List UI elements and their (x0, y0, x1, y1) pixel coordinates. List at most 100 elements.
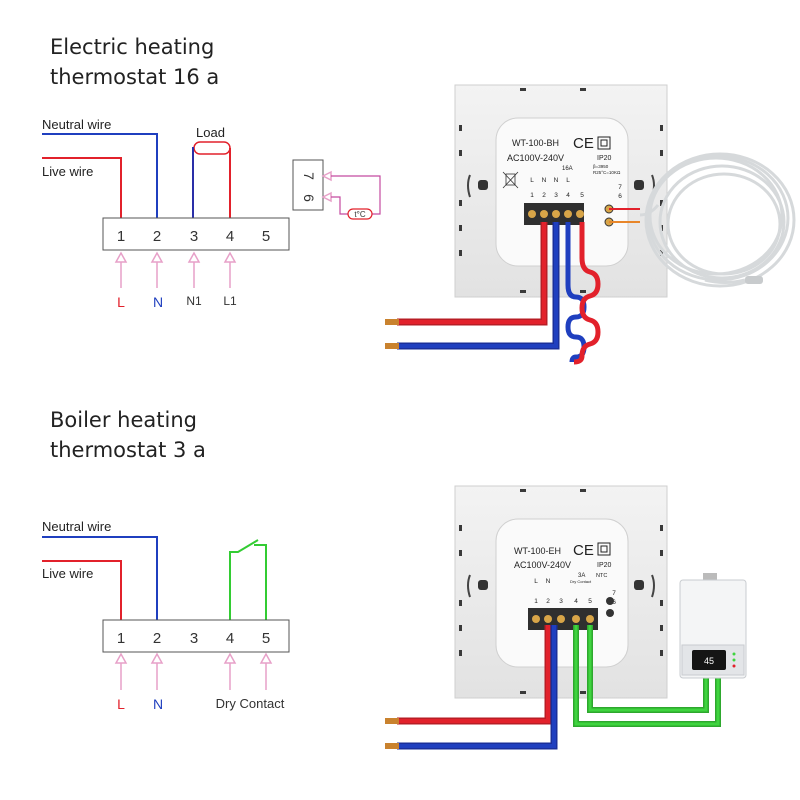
svg-text:2: 2 (546, 598, 550, 605)
current-label-eh: 3A (578, 573, 585, 579)
svg-text:N: N (542, 177, 547, 184)
sensor-wire-7 (331, 175, 381, 215)
svg-text:1: 1 (530, 192, 534, 199)
svg-text:L: L (534, 578, 538, 585)
svg-text:5: 5 (580, 192, 584, 199)
neutral-wire-label: Neutral wire (42, 117, 111, 132)
gas-boiler: 45 (679, 573, 747, 679)
svg-text:5: 5 (588, 598, 592, 605)
electric-heating-title: Electric heating thermostat 16 a (50, 32, 219, 92)
voltage-label-eh: AC100V-240V (514, 560, 571, 570)
svg-text:6: 6 (618, 193, 622, 200)
boiler-live-wire-label: Live wire (42, 566, 93, 581)
sensor-terminal-block (292, 159, 324, 211)
boiler-neutral-wire-label: Neutral wire (42, 519, 111, 534)
electric-title-line1: Electric heating (50, 35, 215, 59)
ce-mark-bh: CE (573, 135, 594, 152)
copper-end-live-bh (385, 319, 399, 325)
svg-text:1: 1 (534, 598, 538, 605)
boiler-neutral-wire (42, 536, 158, 620)
ntc-label: NTC (596, 573, 607, 579)
terminal-arrows-boiler (114, 652, 273, 690)
terminal-1: 1 (117, 228, 125, 245)
boiler-terminal-1: 1 (117, 630, 125, 647)
terminal-3: 3 (190, 228, 198, 245)
label-N1: N1 (186, 294, 202, 308)
ip-label-bh: IP20 (597, 155, 612, 162)
svg-text:7: 7 (612, 590, 616, 597)
svg-text:N: N (546, 578, 551, 585)
copper-end-neutral-bh (385, 343, 399, 349)
svg-text:3: 3 (559, 598, 563, 605)
sensor-label: t°C (354, 210, 365, 219)
boiler-label-N: N (153, 696, 163, 712)
live-wire-label: Live wire (42, 164, 93, 179)
device-body-eh (495, 518, 629, 668)
load-label: Load (196, 125, 225, 140)
neutral-wire (42, 133, 158, 218)
sensor-terminal-7: 7 (301, 172, 317, 180)
terminal-letters-eh: L N (534, 578, 550, 585)
sensor-cable-coil (644, 152, 796, 288)
boiler-title-line1: Boiler heating (50, 408, 197, 432)
model-label-bh: WT-100-BH (512, 138, 559, 148)
load-resistor (193, 141, 231, 155)
sensor-wire-6 (331, 196, 348, 215)
double-insulation-icon-eh (597, 542, 611, 556)
copper-end-neutral-eh (385, 743, 399, 749)
label-L1: L1 (223, 294, 237, 308)
label-N: N (153, 294, 163, 310)
thermostat-device-bh: WT-100-BH CE AC100V-240V IP20 β=3950 R25… (385, 84, 796, 365)
boiler-terminal-2: 2 (153, 630, 161, 647)
model-label-eh: WT-100-EH (514, 546, 561, 556)
terminal-letters-bh: L N N L (530, 177, 570, 184)
svg-text:4: 4 (574, 598, 578, 605)
dry-contact-label: Dry Contact (216, 696, 285, 711)
sensor-arrows (321, 170, 332, 203)
device-load-wire-l (573, 222, 601, 365)
terminal-5: 5 (262, 228, 270, 245)
terminal-block-electric (102, 217, 290, 251)
terminal-numbers-eh: 1 2 3 4 5 7 6 (534, 590, 616, 606)
terminal-screws-bh (524, 203, 614, 227)
svg-text:4: 4 (566, 192, 570, 199)
svg-text:7: 7 (618, 184, 622, 191)
spec-r25: R25°C=10KΩ (593, 170, 621, 175)
svg-text:L: L (566, 177, 570, 184)
ce-mark-eh: CE (573, 542, 594, 559)
voltage-label-bh: AC100V-240V (507, 153, 564, 163)
boiler-display (692, 650, 726, 670)
current-label-bh: 16A (562, 166, 573, 172)
terminal-arrows-electric (114, 251, 237, 288)
svg-text:N: N (554, 177, 559, 184)
label-L: L (117, 294, 125, 310)
boiler-terminal-3: 3 (190, 630, 198, 647)
load-wire-n1 (192, 147, 194, 218)
electric-schematic: Neutral wire Live wire Load 1 2 3 4 5 L … (42, 117, 381, 310)
copper-end-live-eh (385, 718, 399, 724)
svg-text:2: 2 (542, 192, 546, 199)
svg-text:L: L (530, 177, 534, 184)
terminal-4: 4 (226, 228, 234, 245)
live-wire (42, 157, 122, 218)
boiler-title-line2: thermostat 3 a (50, 438, 206, 462)
boiler-terminal-5: 5 (262, 630, 270, 647)
boiler-label-L: L (117, 696, 125, 712)
terminal-numbers-bh: 1 2 3 4 5 7 6 (530, 184, 622, 200)
dry-contact-switch-left (229, 539, 259, 620)
spec-beta: β=3950 (593, 164, 609, 169)
dry-contact-small-label: Dry Contact (570, 579, 592, 584)
svg-text:3: 3 (554, 192, 558, 199)
dry-contact-switch-right (254, 544, 267, 620)
terminal-2: 2 (153, 228, 161, 245)
ntc-probe (745, 276, 763, 284)
electric-title-line2: thermostat 16 a (50, 65, 220, 89)
sensor-terminal-6: 6 (301, 194, 317, 202)
temperature-sensor (347, 208, 373, 220)
device-body-bh (495, 117, 629, 267)
boiler-live-wire (42, 560, 122, 620)
terminal-block-boiler (102, 619, 290, 653)
thermostat-device-eh: WT-100-EH CE AC100V-240V IP20 3A Dry Con… (385, 485, 747, 750)
boiler-schematic: Neutral wire Live wire 1 2 3 4 5 L N Dry… (42, 519, 290, 712)
ip-label-eh: IP20 (597, 562, 612, 569)
